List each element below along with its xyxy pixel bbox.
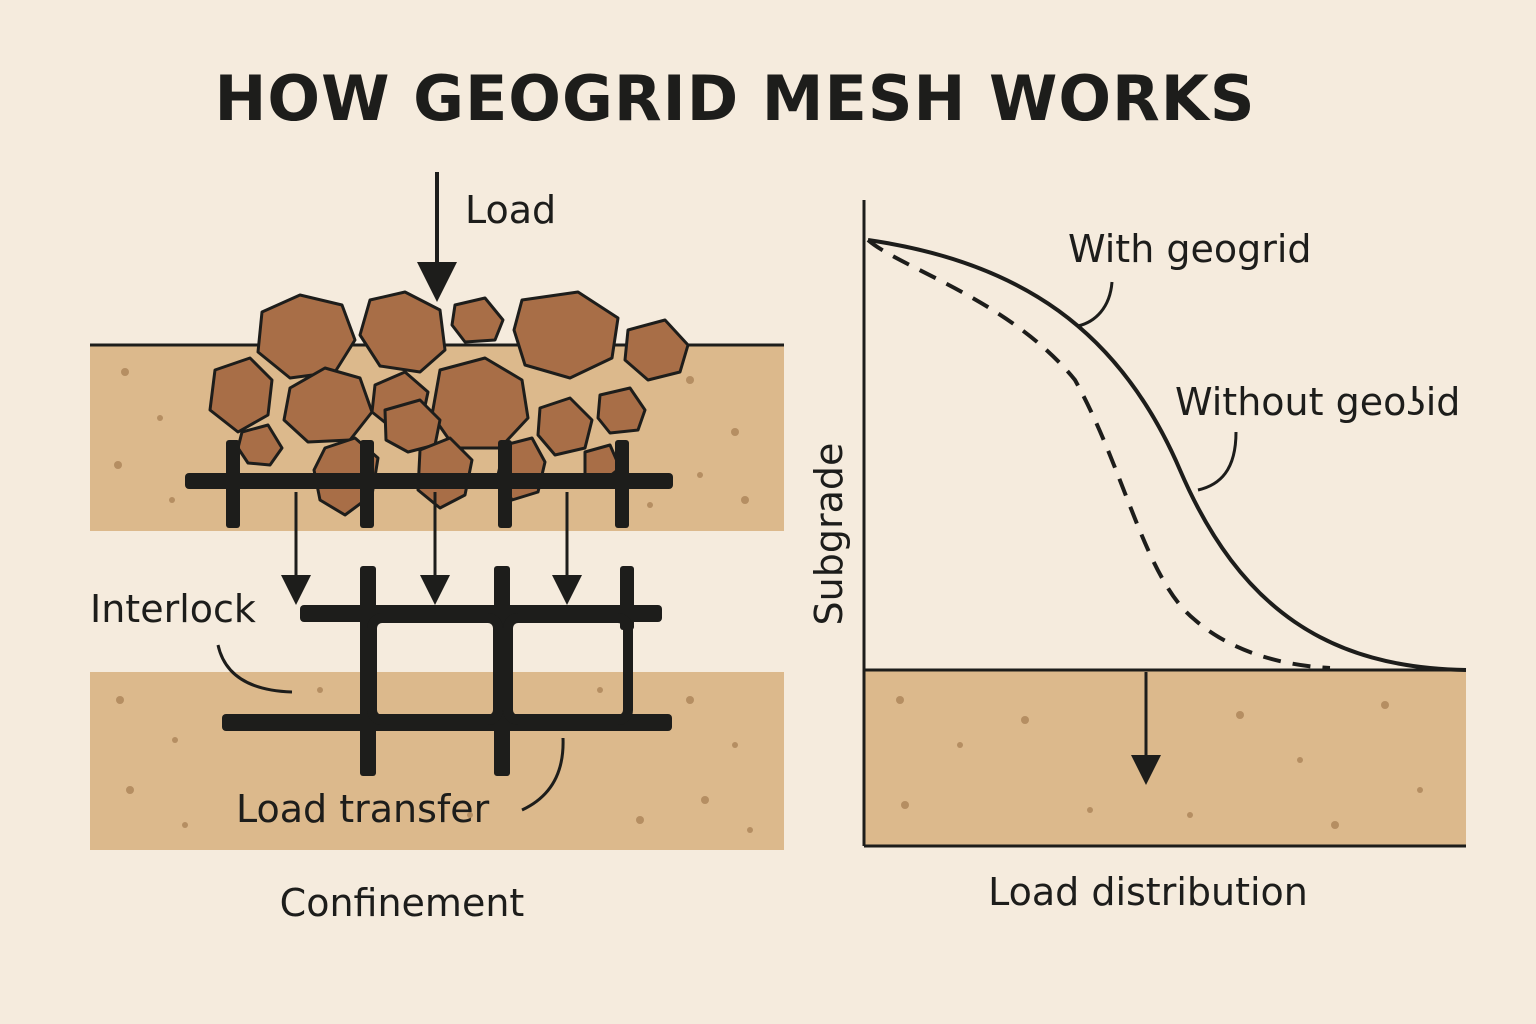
interlock-leader-line (216, 644, 293, 694)
load-distribution-caption: Load distribution (988, 870, 1308, 914)
load-distribution-panel: With geogrid Without geoʖid Subgrade Loa… (807, 200, 1467, 914)
confinement-caption: Confinement (280, 881, 525, 925)
with-geogrid-curve (867, 238, 1467, 672)
with-geogrid-leader-line (1077, 281, 1114, 328)
load-transfer-label: Load transfer (236, 787, 490, 831)
without-geogrid-label: Without geoʖid (1175, 380, 1460, 424)
lower-geogrid-apertures (367, 613, 633, 725)
load-transfer-leader-line (521, 737, 565, 812)
with-geogrid-label: With geogrid (1068, 227, 1312, 271)
load-label: Load (465, 188, 556, 232)
without-geogrid-leader-line (1197, 431, 1238, 492)
soil-speckles (114, 368, 753, 833)
lower-soil-layer (90, 672, 784, 850)
subgrade-soil-block (864, 670, 1466, 846)
load-transfer-arrows (281, 492, 582, 605)
page-title: HOW GEOGRID MESH WORKS (215, 62, 1256, 135)
interlock-label: Interlock (90, 587, 256, 631)
without-geogrid-curve (866, 238, 1331, 670)
confinement-panel: Load Interlock Load transfer Confinement (90, 172, 784, 925)
subgrade-axis-label: Subgrade (807, 443, 851, 626)
upper-geogrid (185, 440, 673, 528)
subgrade-speckles (896, 696, 1423, 829)
